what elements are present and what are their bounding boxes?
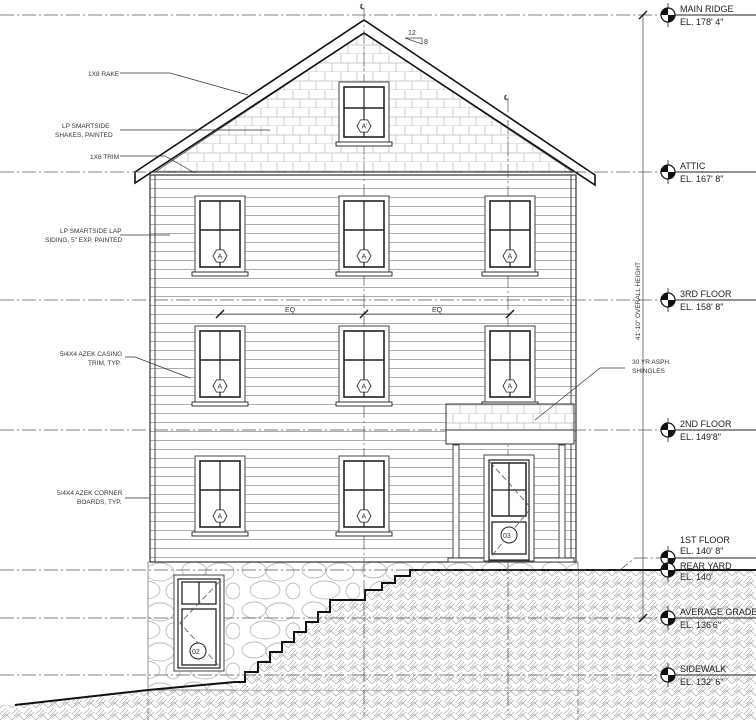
window-tag: A [218, 514, 223, 521]
window: A [481, 325, 539, 407]
level-elevation: EL. 167' 8" [680, 174, 723, 184]
level-marker: ATTIC EL. 167' 8" [660, 160, 756, 184]
level-marker: MAIN RIDGE EL. 178' 4" [660, 3, 756, 27]
level-name: REAR YARD [680, 561, 732, 571]
level-elevation: EL. 149'8" [680, 432, 721, 442]
overall-height-dimension: 41'-10" OVERALL HEIGHT [635, 262, 642, 340]
window: A [191, 195, 249, 277]
level-name: SIDEWALK [680, 664, 726, 674]
centerline-mark: ℄ [503, 95, 509, 102]
note-shingles: SHINGLES [632, 368, 666, 375]
level-elevation: EL. 136'6" [680, 620, 721, 630]
level-name: 3RD FLOOR [680, 289, 732, 299]
pitch-rise: 12 [408, 30, 416, 37]
note-corner-boards: BOARDS, TYP. [77, 499, 122, 506]
window-tag-icon [356, 379, 372, 393]
level-elevation: EL. 132' 6" [680, 677, 723, 687]
window: A [335, 325, 393, 407]
window: A [335, 195, 393, 277]
level-marker: SIDEWALK EL. 132' 6" [660, 663, 756, 687]
leader-lines [120, 72, 625, 499]
window-tag-icon [502, 379, 518, 393]
window-tag: A [508, 384, 513, 391]
note-shingles: 30 YR ASPH. [632, 359, 671, 366]
eq-dimension: EQ [432, 307, 443, 314]
roof-pitch-symbol [404, 37, 423, 45]
window-tag: A' [362, 124, 368, 131]
level-name: 2ND FLOOR [680, 419, 732, 429]
window-tag-icon [502, 249, 518, 263]
level-elevation: EL. 178' 4" [680, 17, 723, 27]
window-tag-icon [356, 119, 372, 133]
level-name: MAIN RIDGE [680, 4, 734, 14]
note-casing: 5/4X4 AZEK CASING [60, 351, 122, 358]
door-tag: 02 [192, 649, 200, 656]
window-tag: A [218, 254, 223, 261]
basement-door[interactable]: 02 [173, 574, 225, 672]
window: A [335, 455, 393, 537]
front-door[interactable]: 03 [483, 454, 535, 562]
eq-dimension: EQ [285, 307, 296, 314]
level-marker: AVERAGE GRADE EL. 136'6" [660, 606, 756, 630]
window-tag-icon [212, 379, 228, 393]
pitch-run: 8 [424, 39, 428, 46]
window-tag: A [362, 514, 367, 521]
window-tag-icon [356, 509, 372, 523]
door-tag: 03 [503, 533, 511, 540]
window-tag: A [218, 384, 223, 391]
note-casing: TRIM, TYP. [88, 360, 121, 367]
level-marker: 3RD FLOOR EL. 158' 8" [660, 288, 756, 312]
level-name: 1ST FLOOR [680, 535, 730, 545]
porch-column [452, 444, 460, 561]
grade-stairs [235, 570, 578, 690]
porch-column [558, 444, 566, 561]
window-tag: A [362, 384, 367, 391]
level-name: AVERAGE GRADE [680, 607, 756, 617]
window: A [191, 325, 249, 407]
note-trim: 1X6 TRIM [90, 154, 119, 161]
note-siding: LP SMARTSIDE LAP [60, 228, 122, 235]
window: A [191, 455, 249, 537]
porch-roof-shingles [445, 403, 575, 431]
note-rake: 1X8 RAKE [88, 71, 120, 78]
note-corner-boards: 5/4X4 AZEK CORNER [57, 490, 123, 497]
window-tag-icon [356, 249, 372, 263]
window-tag-icon [212, 249, 228, 263]
window: A [481, 195, 539, 277]
window-tag-icon [212, 509, 228, 523]
level-name: ATTIC [680, 161, 706, 171]
level-marker: 2ND FLOOR EL. 149'8" [660, 418, 756, 442]
level-elevation: EL. 140' 8" [680, 546, 723, 556]
note-siding: SIDING, 5" EXP. PAINTED [45, 237, 123, 244]
level-elevation: EL. 158' 8" [680, 302, 723, 312]
window-tag: A [508, 254, 513, 261]
window: A' [335, 81, 393, 147]
centerline-mark: ℄ [359, 4, 365, 11]
note-shakes: SHAKES, PAINTED [55, 132, 113, 139]
level-elevation: EL. 140' [680, 572, 713, 582]
note-shakes: LP SMARTSIDE [62, 123, 110, 130]
window-tag: A [362, 254, 367, 261]
